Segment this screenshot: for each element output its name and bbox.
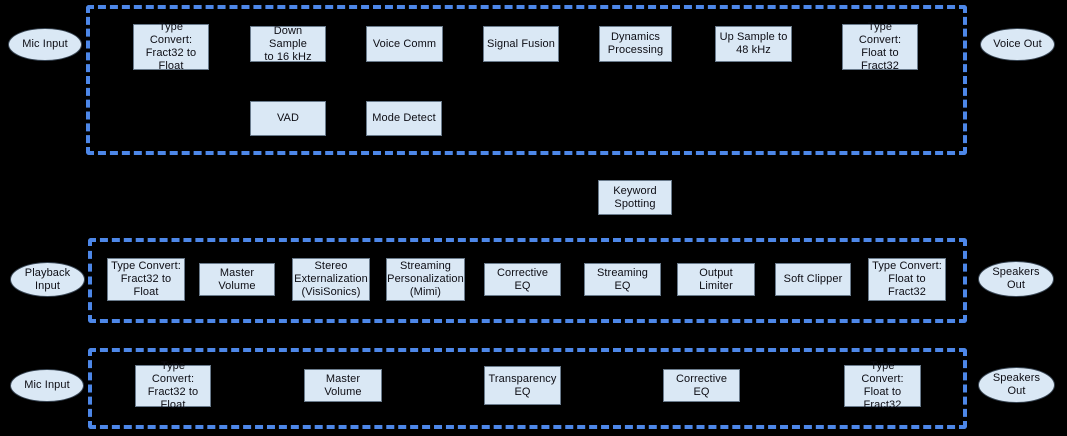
block-stereo-externalization[interactable]: Stereo Externalization (VisiSonics) [292, 258, 370, 301]
block-vad[interactable]: VAD [250, 101, 326, 136]
voice-chain-group [86, 5, 967, 155]
block-mode-detect[interactable]: Mode Detect [366, 101, 442, 136]
block-dynamics-processing[interactable]: Dynamics Processing [599, 26, 672, 62]
terminal-voice-out[interactable]: Voice Out [980, 28, 1055, 61]
terminal-mic-input-top[interactable]: Mic Input [8, 28, 82, 61]
block-keyword-spotting[interactable]: Keyword Spotting [598, 180, 672, 215]
terminal-speakers-out-playback[interactable]: Speakers Out [978, 261, 1054, 297]
block-playback-type-convert-in[interactable]: Type Convert: Fract32 to Float [107, 258, 185, 301]
block-playback-master-volume[interactable]: Master Volume [199, 263, 275, 296]
block-soft-clipper[interactable]: Soft Clipper [775, 263, 851, 296]
block-transparency-corrective-eq[interactable]: Corrective EQ [663, 369, 740, 402]
block-streaming-eq[interactable]: Streaming EQ [584, 263, 661, 296]
block-transparency-type-convert-out[interactable]: Type Convert: Float to Fract32 [844, 360, 921, 411]
block-transparency-eq[interactable]: Transparency EQ [484, 366, 561, 405]
terminal-mic-input-bottom[interactable]: Mic Input [10, 369, 84, 402]
block-playback-type-convert-out[interactable]: Type Convert: Float to Fract32 [868, 258, 946, 301]
block-transparency-master-volume[interactable]: Master Volume [304, 369, 382, 402]
terminal-speakers-out-transparency[interactable]: Speakers Out [978, 367, 1055, 403]
playback-chain-group [88, 238, 967, 323]
block-signal-fusion[interactable]: Signal Fusion [483, 26, 559, 62]
block-output-limiter[interactable]: Output Limiter [677, 263, 755, 296]
block-voice-type-convert-out[interactable]: Type Convert: Float to Fract32 [842, 21, 918, 72]
block-down-sample-16khz[interactable]: Down Sample to 16 kHz [250, 25, 326, 63]
block-voice-comm[interactable]: Voice Comm [366, 26, 443, 62]
transparency-chain-group [88, 348, 967, 429]
terminal-playback-input[interactable]: Playback Input [10, 262, 85, 297]
block-streaming-personalization[interactable]: Streaming Personalization (Mimi) [386, 258, 465, 301]
block-up-sample-48khz[interactable]: Up Sample to 48 kHz [715, 26, 792, 62]
block-transparency-type-convert-in[interactable]: Type Convert: Fract32 to Float [135, 360, 211, 411]
block-voice-type-convert-in[interactable]: Type Convert: Fract32 to Float [133, 21, 209, 72]
block-playback-corrective-eq[interactable]: Corrective EQ [484, 263, 561, 296]
